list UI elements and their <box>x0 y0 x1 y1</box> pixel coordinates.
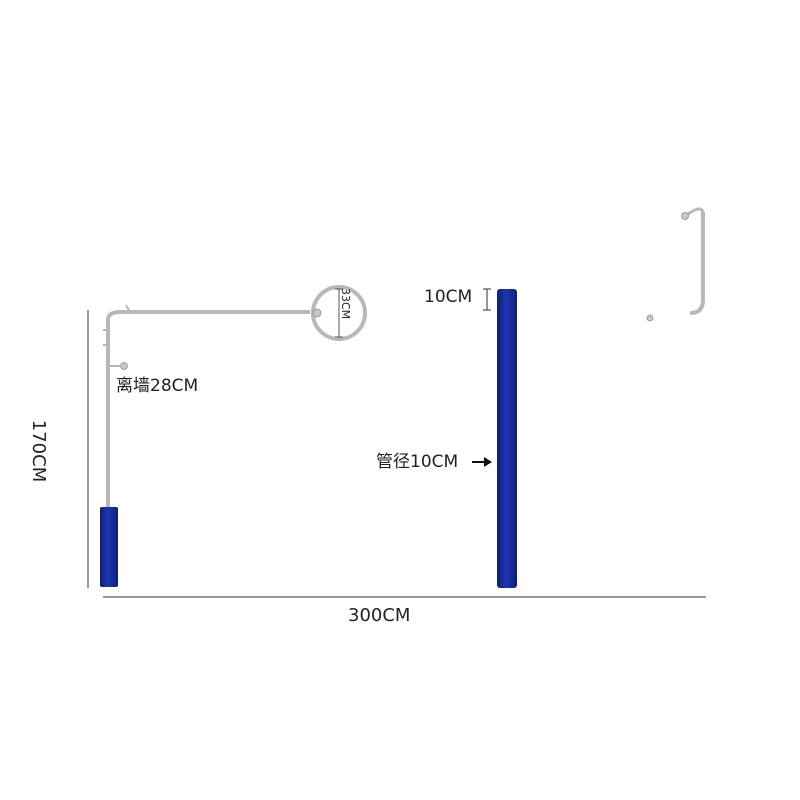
width-label: 300CM <box>348 605 411 626</box>
wall-offset-label: 离墙28CM <box>116 376 199 396</box>
left-pole-weight <box>100 507 118 587</box>
left-rod <box>103 304 310 510</box>
top-gap-label: 10CM <box>424 287 473 307</box>
pipe-arrow <box>472 457 492 467</box>
gap-bracket <box>483 288 491 311</box>
main-pole <box>497 289 517 588</box>
height-label: 170CM <box>28 419 49 483</box>
top-rod <box>366 207 705 322</box>
pipe-diameter-label: 管径10CM <box>376 452 459 472</box>
ring-diameter-label: 33CM <box>339 288 352 320</box>
ring <box>311 285 367 341</box>
